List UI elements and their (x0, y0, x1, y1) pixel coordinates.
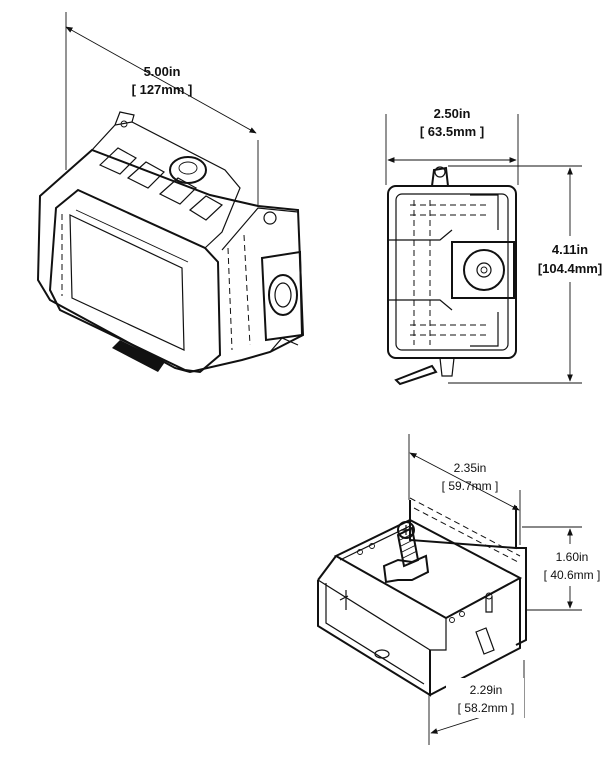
bracket-height-metric-label: [ 40.6mm ] (544, 568, 601, 582)
enclosure-depth-metric: 63.5mm (428, 124, 476, 139)
bracket-depth-imperial: 2.29in (470, 683, 503, 697)
enclosure-bottom-tab (112, 340, 165, 372)
enclosure-height-imperial: 4.11in (552, 242, 588, 257)
bracket-width-imperial: 2.35in (454, 461, 487, 475)
enclosure-width-metric-label: [ 127mm ] (132, 82, 193, 97)
bracket-depth-metric: 58.2mm (464, 701, 507, 715)
bracket-depth-metric-label: [ 58.2mm ] (458, 701, 515, 715)
enclosure-depth-imperial: 2.50in (434, 106, 471, 121)
enclosure-height-metric-label: [104.4mm] (538, 261, 602, 276)
bracket-height-imperial: 1.60in (556, 550, 589, 564)
enclosure-width-imperial: 5.00in (144, 64, 181, 79)
enclosure-height-metric: 104.4mm (542, 261, 598, 276)
bracket-width-metric-label: [ 59.7mm ] (442, 479, 499, 493)
bracket-height-metric: 40.6mm (550, 568, 593, 582)
enclosure-isometric-view: 5.00in [ 127mm ] (36, 12, 305, 374)
mounting-bracket-view: 2.35in [ 59.7mm ] 1.60in [ 40.6mm ] 2.29… (317, 434, 610, 745)
enclosure-depth-metric-label: [ 63.5mm ] (420, 124, 484, 139)
enclosure-width-dim-line (65, 26, 257, 134)
enclosure-side-view: 2.50in [ 63.5mm ] 4.11in [104.4mm] (385, 106, 609, 386)
enclosure-width-metric: 127mm (140, 82, 185, 97)
bracket-width-metric: 59.7mm (448, 479, 491, 493)
bracket-width-dim-line (409, 452, 520, 511)
